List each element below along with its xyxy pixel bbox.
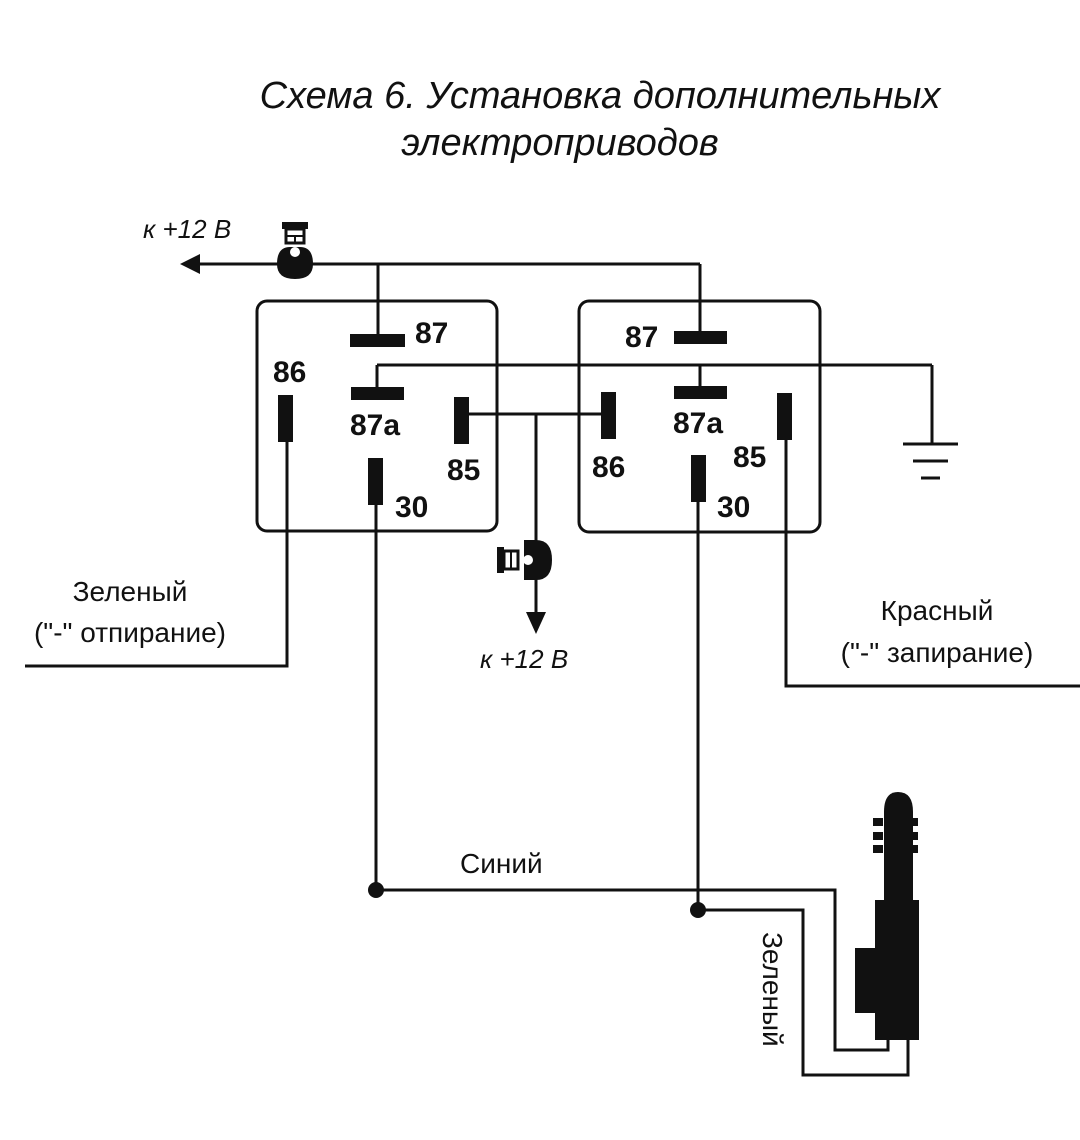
relay-left: 87 86 87a 85 30 <box>255 299 499 533</box>
relay-right-pin-86: 86 <box>592 451 625 484</box>
relay-left-pin-30: 30 <box>395 491 428 524</box>
relay-left-contact-30 <box>368 458 383 505</box>
relay-right-contact-87 <box>674 331 727 344</box>
fuse-icon <box>277 222 313 279</box>
relay-left-contact-86 <box>278 395 293 442</box>
relay-left-contact-87 <box>350 334 405 347</box>
arrow-icon <box>180 254 700 274</box>
relay-left-pin-85: 85 <box>447 454 480 487</box>
power-label-top: к +12 В <box>143 214 231 244</box>
relay-right: 87 86 87a 85 30 <box>577 299 822 534</box>
red-wire-desc: ("-" запирание) <box>841 637 1034 668</box>
title-line-1: Схема 6. Установка дополнительных <box>260 75 943 117</box>
relay-left-contact-85 <box>454 397 469 444</box>
relay-right-pin-30: 30 <box>717 491 750 524</box>
ground-icon <box>903 442 958 480</box>
title-line-2: электроприводов <box>401 122 719 164</box>
relay-right-pin-87: 87 <box>625 321 658 354</box>
relay-right-contact-86 <box>601 392 616 439</box>
relay-right-contact-30 <box>691 455 706 502</box>
red-wire-label: Красный <box>881 595 994 626</box>
actuator-icon <box>855 792 919 1040</box>
relay-left-pin-87: 87 <box>415 317 448 350</box>
green-wire-label: Зеленый <box>73 576 188 607</box>
relay-right-contact-85 <box>777 393 792 440</box>
fuse-icon <box>497 540 552 580</box>
blue-wire-label: Синий <box>460 848 543 879</box>
relay-left-contact-87a <box>351 387 404 400</box>
relay-right-contact-87a <box>674 386 727 399</box>
power-label-middle: к +12 В <box>480 644 568 674</box>
relay-left-pin-87a: 87a <box>350 409 400 442</box>
relay-right-pin-85: 85 <box>733 441 766 474</box>
green-wire-desc: ("-" отпирание) <box>34 617 226 648</box>
relay-left-pin-86: 86 <box>273 356 306 389</box>
relay-right-pin-87a: 87a <box>673 407 723 440</box>
arrow-icon <box>526 612 546 634</box>
green-motor-wire-label: Зеленый <box>757 932 788 1047</box>
